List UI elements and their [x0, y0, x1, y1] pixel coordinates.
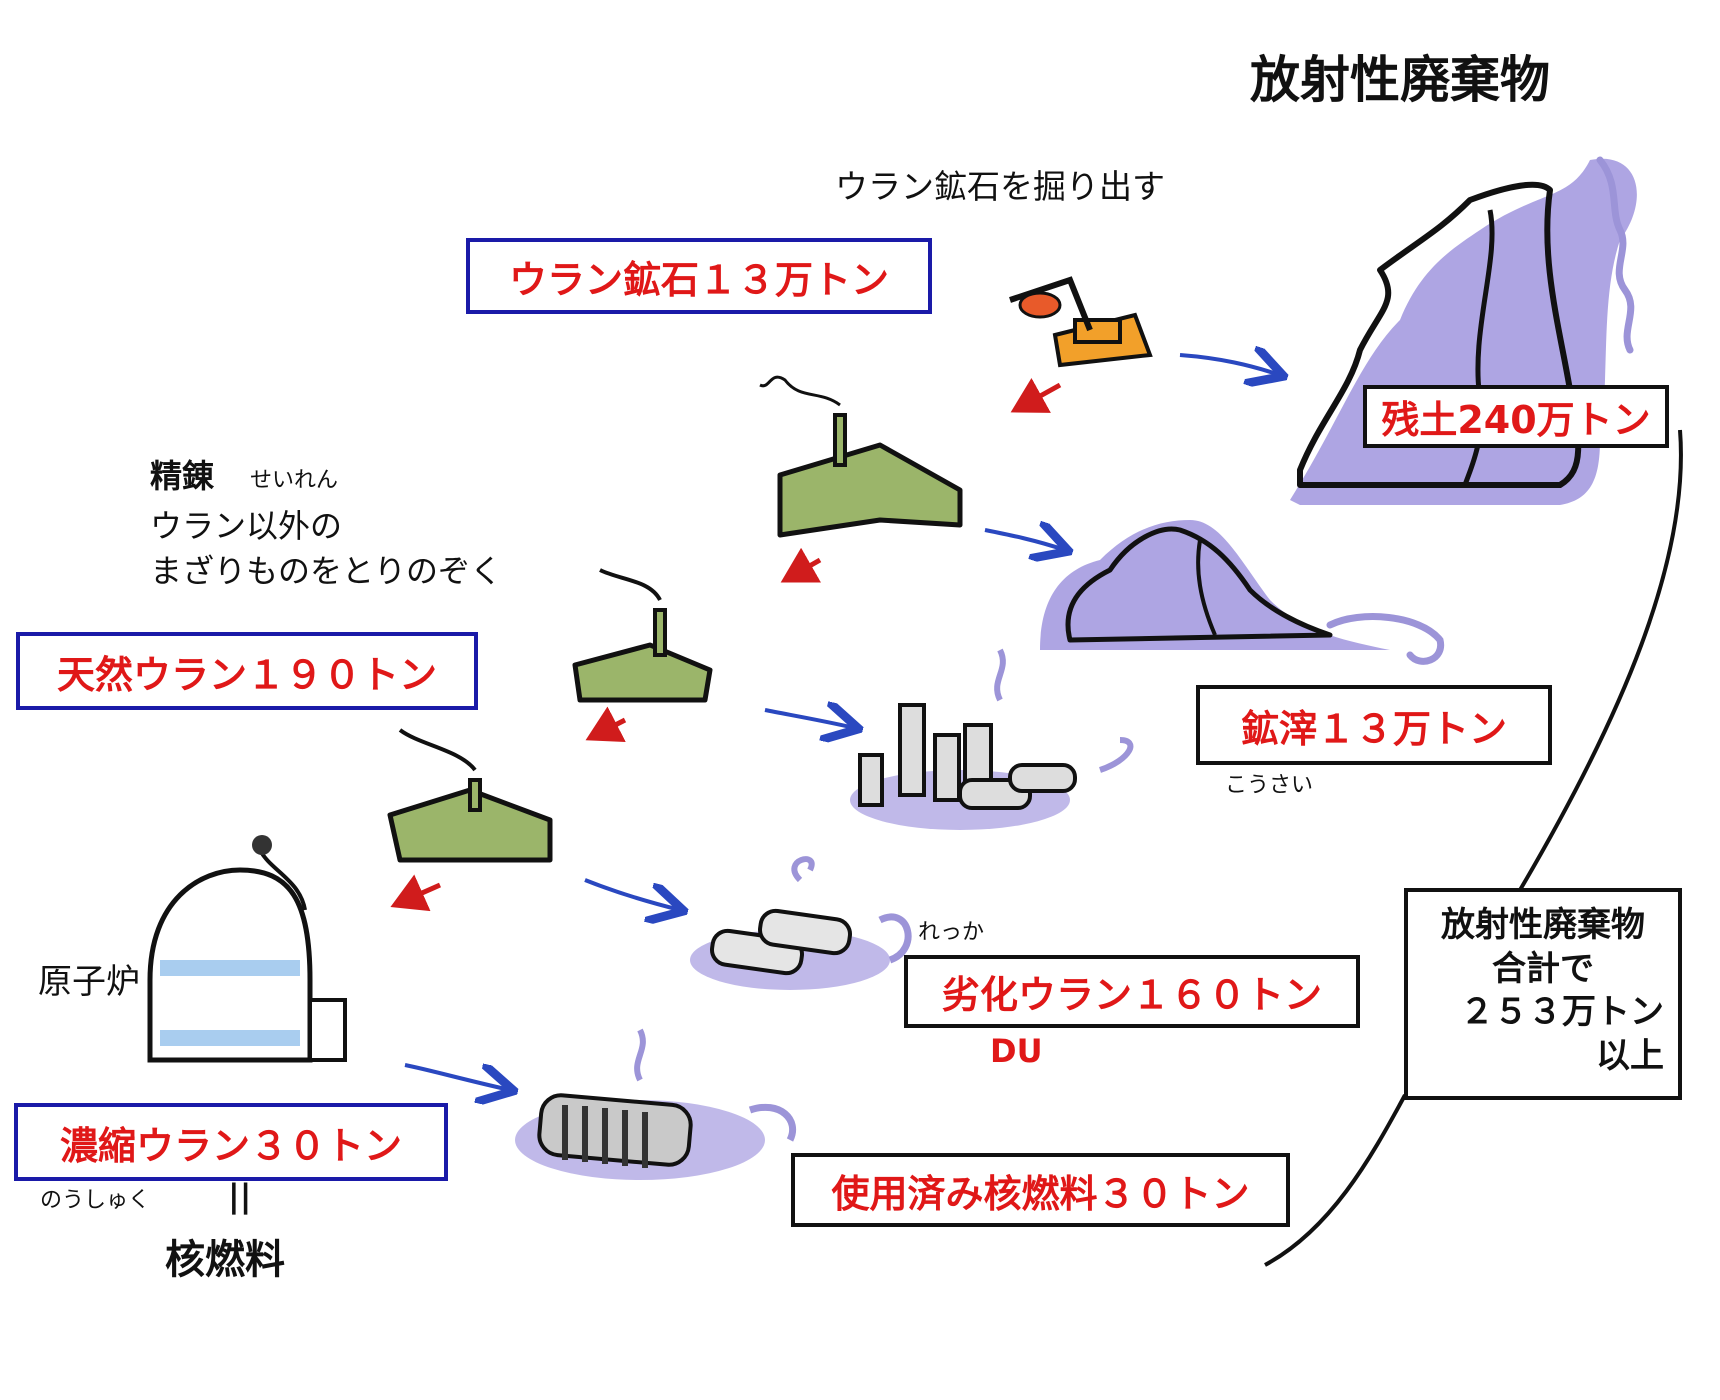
depleted-uranium-cylinders-icon	[690, 856, 912, 990]
depleted-uranium-box: 劣化ウラン１６０トン	[904, 955, 1360, 1028]
total-summary-box: 放射性廃棄物 合計で ２５３万トン 以上	[1404, 888, 1682, 1100]
total-line3: ２５３万トン	[1460, 992, 1664, 1033]
total-line2: 合計で	[1492, 948, 1594, 989]
total-bracket-line	[1264, 429, 1683, 1267]
spent-fuel-box: 使用済み核燃料３０トン	[791, 1153, 1290, 1227]
residual-soil-mountain-icon	[1290, 156, 1637, 505]
refining-ruby: せいれん	[250, 468, 339, 493]
red-flow-arrows	[390, 377, 1062, 912]
refinery-icon	[572, 568, 713, 703]
reactor-dome-icon	[147, 835, 347, 1063]
enrichment-plant-icon	[387, 728, 553, 863]
enriched-ruby: のうしゅく	[40, 1188, 151, 1213]
tailings-mountain-icon	[1040, 520, 1445, 665]
refining-desc-line1: ウラン以外の	[150, 507, 343, 545]
du-abbreviation: DU	[990, 1032, 1043, 1070]
ore-quantity-box: ウラン鉱石１３万トン	[466, 238, 932, 314]
nuclear-fuel-label: 核燃料	[165, 1237, 285, 1283]
refining-title: 精錬	[150, 457, 215, 495]
residual-soil-box: 残土240万トン	[1363, 385, 1669, 448]
equals-sign: ||	[228, 1177, 252, 1215]
tailings-tanks-icon	[850, 648, 1134, 830]
spent-fuel-rod-icon	[515, 1028, 797, 1180]
enriched-uranium-box: 濃縮ウラン３０トン	[14, 1103, 448, 1181]
refining-desc-line2: まざりものをとりのぞく	[150, 552, 503, 590]
total-line4: 以上	[1596, 1035, 1664, 1076]
depleted-uranium-ruby: れっか	[918, 920, 985, 945]
reactor-label: 原子炉	[38, 962, 140, 1002]
tailings-box: 鉱滓１３万トン	[1196, 685, 1552, 765]
natural-uranium-box: 天然ウラン１９０トン	[16, 632, 478, 710]
blue-flow-arrows	[404, 355, 1280, 1090]
tailings-ruby: こうさい	[1225, 773, 1314, 798]
total-line1: 放射性廃棄物	[1441, 905, 1645, 945]
page-title: 放射性廃棄物	[1250, 51, 1550, 109]
mining-annotation: ウラン鉱石を掘り出す	[835, 167, 1165, 206]
factory-large-icon	[759, 375, 963, 538]
excavator-icon	[1009, 276, 1153, 368]
